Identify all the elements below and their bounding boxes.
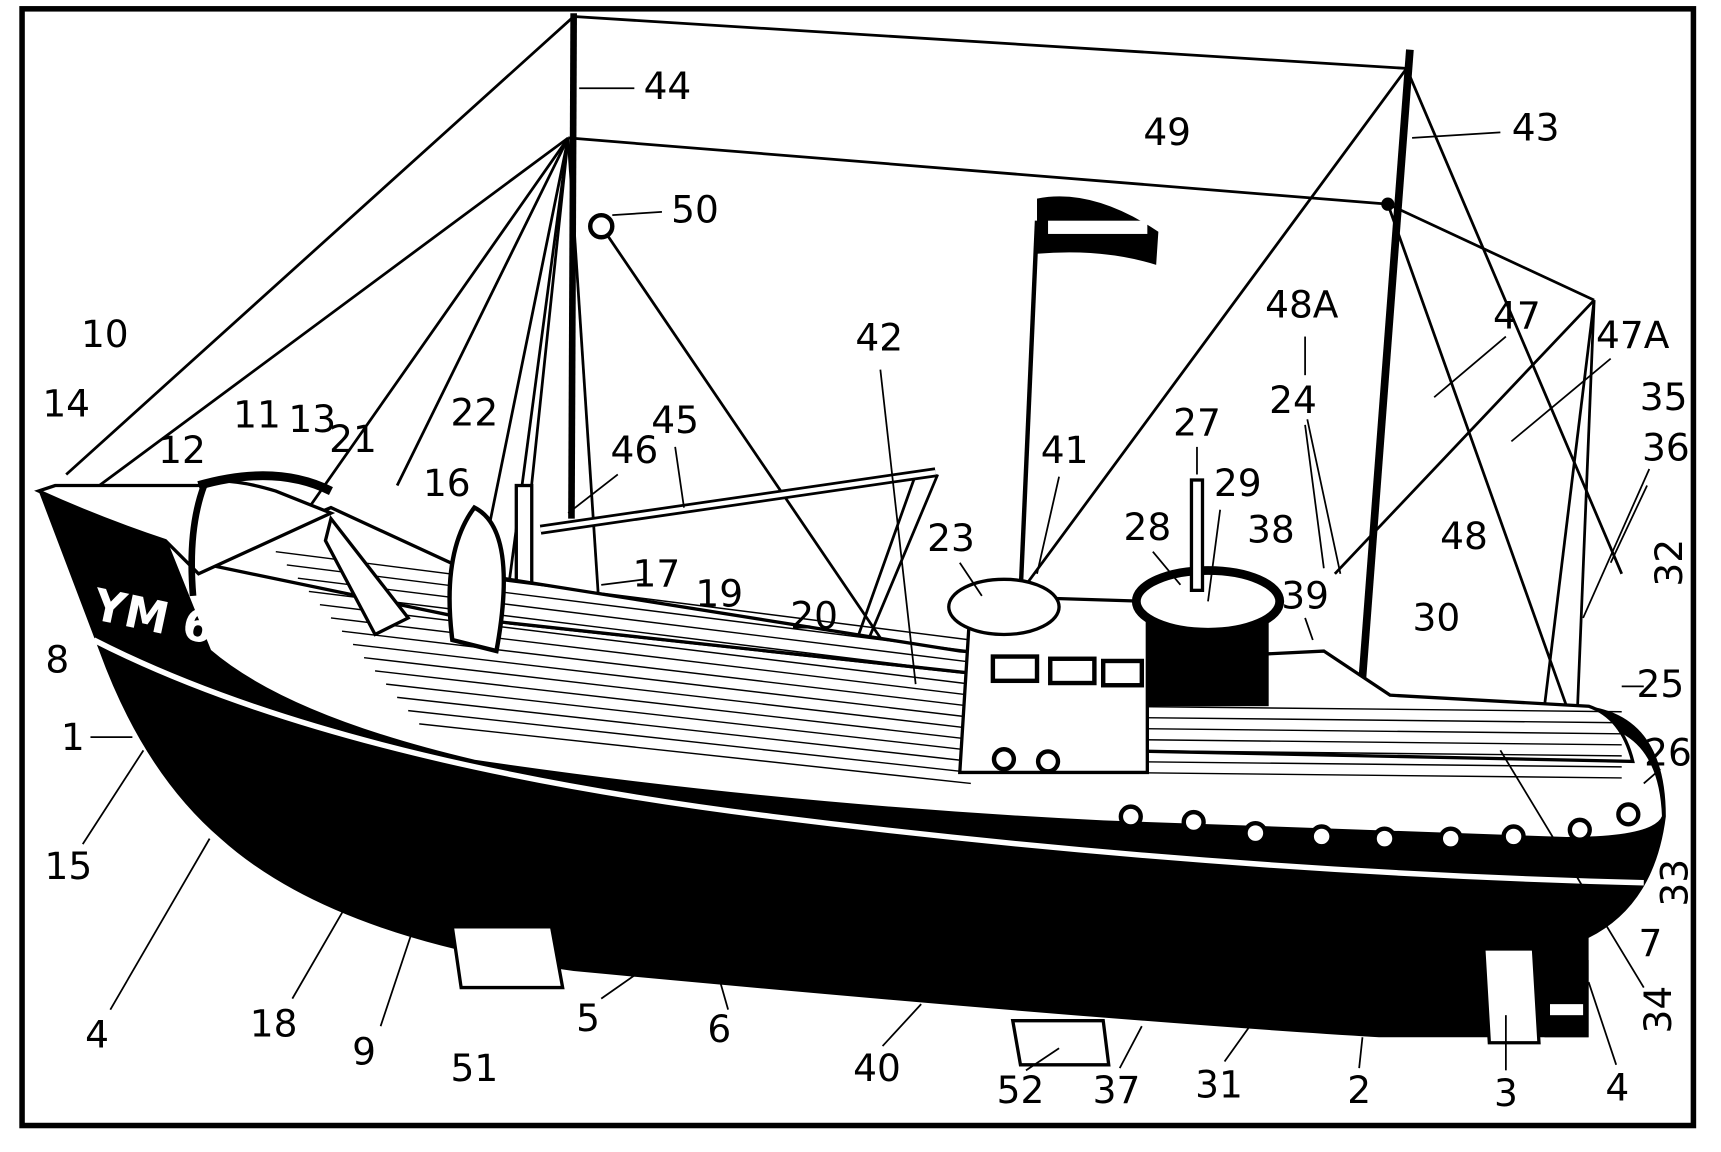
part-label-42: 42: [855, 315, 903, 359]
diagram-frame: [19, 6, 1697, 1129]
part-label-36: 36: [1642, 426, 1690, 470]
part-label-10: 10: [81, 312, 129, 356]
deck-plank: [419, 723, 971, 785]
deck-plank: [1103, 705, 1622, 713]
part-label-19: 19: [695, 571, 743, 615]
deck-plank: [297, 577, 971, 663]
deck-plank: [275, 551, 971, 641]
part-label-29: 29: [1214, 461, 1262, 505]
part-label-11: 11: [233, 393, 281, 437]
deck-plank: [1103, 727, 1622, 735]
part-label-20: 20: [790, 593, 838, 637]
part-label-50: 50: [671, 187, 719, 231]
deck-planks: [275, 551, 1622, 785]
part-label-34: 34: [1636, 986, 1680, 1034]
part-label-15: 15: [45, 844, 93, 888]
deck-plank: [363, 656, 971, 729]
part-label-47a: 47A: [1596, 313, 1670, 357]
part-label-32: 32: [1647, 539, 1691, 587]
part-label-45: 45: [651, 398, 699, 442]
part-label-4: 4: [85, 1013, 109, 1057]
part-label-3: 3: [1494, 1071, 1518, 1115]
part-label-40: 40: [853, 1046, 901, 1090]
deck-plank: [1103, 716, 1622, 724]
part-label-44: 44: [644, 64, 692, 108]
part-label-8: 8: [45, 638, 69, 682]
part-label-48: 48: [1440, 514, 1488, 558]
part-label-23: 23: [927, 516, 975, 560]
part-label-37: 37: [1093, 1068, 1141, 1112]
part-label-16: 16: [423, 461, 471, 505]
deck-plank: [319, 603, 971, 685]
part-label-22: 22: [451, 390, 499, 434]
porthole: [1181, 809, 1206, 835]
deck-plank: [1103, 749, 1622, 757]
deck-plank: [408, 709, 971, 774]
part-label-31: 31: [1195, 1062, 1243, 1106]
part-label-47: 47: [1493, 293, 1541, 337]
deck-plank: [1103, 760, 1622, 768]
part-label-18: 18: [250, 1002, 298, 1046]
part-label-25: 25: [1636, 662, 1684, 706]
deck-plank: [286, 564, 971, 652]
part-label-21: 21: [329, 417, 377, 461]
deck-plank: [341, 630, 971, 707]
porthole: [991, 747, 1017, 772]
part-label-33: 33: [1652, 859, 1696, 907]
part-label-52: 52: [997, 1068, 1045, 1112]
gallows-and-details: [188, 471, 1589, 1067]
part-label-39: 39: [1281, 574, 1329, 618]
porthole: [1243, 820, 1268, 846]
part-label-12: 12: [158, 428, 206, 472]
part-label-46: 46: [610, 428, 658, 472]
part-label-14: 14: [42, 382, 90, 426]
part-label-49: 49: [1143, 110, 1191, 154]
wheelhouse: [947, 478, 1285, 775]
part-label-13: 13: [288, 397, 336, 441]
part-label-1: 1: [61, 715, 85, 759]
part-label-43: 43: [1512, 106, 1560, 150]
part-label-48a: 48A: [1265, 282, 1339, 326]
part-label-26: 26: [1644, 730, 1692, 774]
leader-lines: [81, 87, 1661, 1072]
deck-plank: [386, 683, 971, 752]
part-label-38: 38: [1247, 507, 1295, 551]
porthole: [1438, 826, 1463, 851]
porthole: [1501, 824, 1526, 849]
deck-plank: [308, 590, 971, 674]
part-label-6: 6: [707, 1007, 731, 1051]
part-label-35: 35: [1640, 375, 1688, 419]
porthole: [1035, 749, 1061, 774]
part-label-2: 2: [1347, 1068, 1371, 1112]
part-label-27: 27: [1173, 400, 1221, 444]
part-label-17: 17: [633, 551, 681, 595]
deck-plank: [1103, 738, 1622, 746]
deck-plank: [330, 617, 971, 696]
deck-plank: [1103, 771, 1622, 779]
part-label-30: 30: [1413, 596, 1461, 640]
portholes: [991, 747, 1641, 851]
deck-plank: [375, 670, 971, 741]
part-label-4: 4: [1605, 1066, 1629, 1110]
part-label-28: 28: [1123, 505, 1171, 549]
porthole: [1118, 804, 1143, 829]
porthole: [1309, 824, 1334, 849]
part-label-51: 51: [451, 1046, 499, 1090]
deck-plank: [352, 643, 971, 718]
hull: [34, 479, 1666, 1038]
part-label-9: 9: [352, 1029, 376, 1073]
part-label-7: 7: [1638, 921, 1662, 965]
part-label-41: 41: [1041, 428, 1089, 472]
porthole: [1372, 826, 1397, 851]
porthole: [1567, 817, 1592, 842]
part-label-5: 5: [576, 996, 600, 1040]
masts: [514, 13, 1414, 751]
deck-plank: [397, 696, 971, 763]
porthole: [1616, 802, 1641, 827]
part-label-24: 24: [1269, 378, 1317, 422]
